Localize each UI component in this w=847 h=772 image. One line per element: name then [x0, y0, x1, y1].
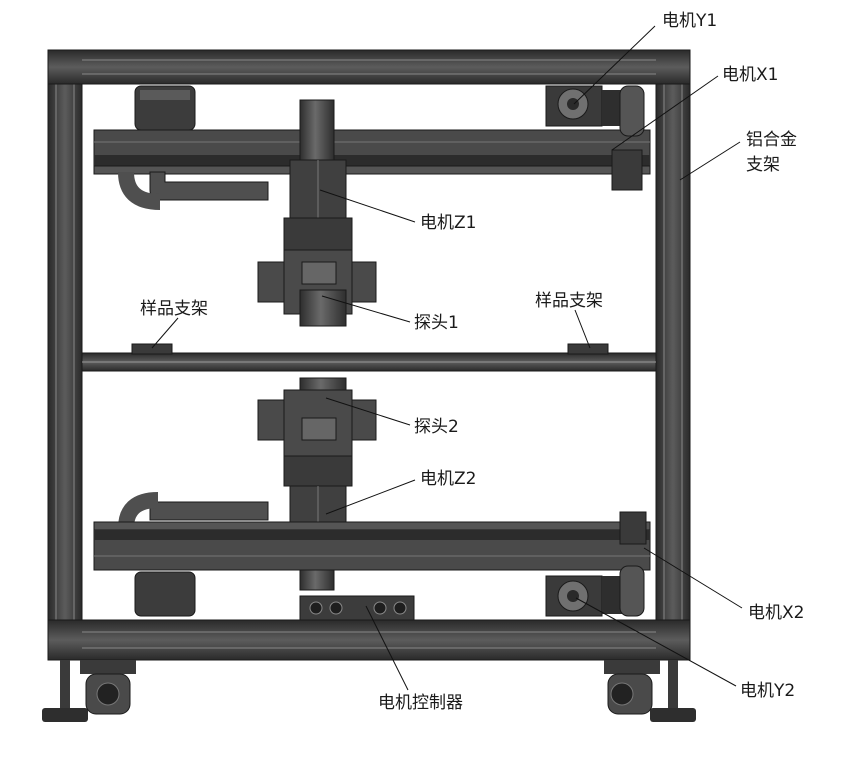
sample-holders	[131, 343, 609, 355]
aluminum-frame	[47, 49, 691, 661]
label-motor-controller: 电机控制器	[378, 693, 463, 713]
label-motor-x1: 电机X1	[722, 65, 779, 85]
label-probe-2: 探头2	[414, 417, 459, 437]
label-motor-y2: 电机Y2	[740, 681, 796, 701]
feet-and-casters	[42, 660, 696, 722]
label-aluminum-frame-line1: 铝合金	[746, 130, 797, 150]
lower-gantry	[93, 377, 651, 621]
label-motor-x2: 电机X2	[748, 603, 805, 623]
label-probe-1: 探头1	[414, 313, 459, 333]
label-sample-holder-left: 样品支架	[140, 299, 208, 319]
label-motor-z2: 电机Z2	[420, 469, 477, 489]
label-motor-z1: 电机Z1	[420, 213, 477, 233]
label-aluminum-frame-line2: 支架	[746, 155, 780, 175]
label-motor-y1: 电机Y1	[662, 11, 718, 31]
label-sample-holder-right: 样品支架	[535, 291, 603, 311]
upper-gantry	[93, 85, 651, 327]
leader-lines	[151, 25, 743, 691]
label-aluminum-frame: 铝合金 支架	[746, 128, 797, 178]
